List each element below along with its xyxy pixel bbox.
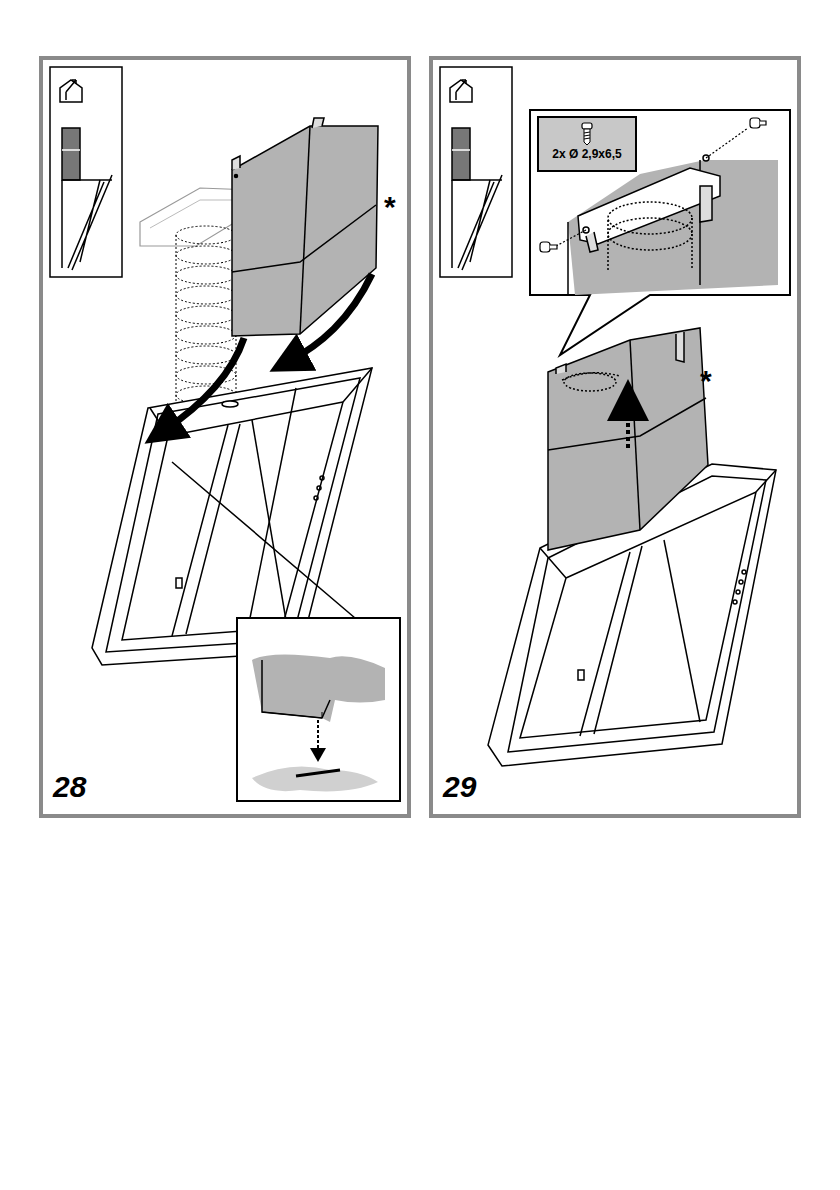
mode-icon: [452, 175, 502, 270]
screw: [556, 230, 586, 246]
installation-illustration: [296, 770, 340, 776]
panel-frame: [41, 58, 409, 816]
screw-icon: [579, 122, 595, 146]
mode-icon: [62, 128, 80, 180]
chimney-cover: [676, 332, 684, 362]
installation-illustration: [150, 200, 240, 228]
cooker-hood: [172, 424, 240, 636]
chimney-cover: [556, 364, 566, 374]
mode-icon: [452, 179, 502, 181]
screw-icon: [582, 123, 592, 129]
mode-icon: [62, 175, 112, 270]
cooker-hood: [317, 486, 321, 490]
flexible-duct: [176, 346, 236, 364]
flexible-duct: [176, 246, 236, 264]
screw: [550, 245, 557, 249]
screw: [760, 121, 766, 125]
installation-illustration: [262, 660, 330, 718]
chimney-cover: [548, 328, 708, 550]
mode-icon: [62, 179, 112, 181]
cooker-hood: [320, 476, 324, 480]
cooker-hood: [733, 600, 737, 604]
chimney-cover: [235, 175, 238, 178]
flexible-duct: [176, 266, 236, 284]
optional-part-mark: *: [384, 192, 396, 222]
cooker-hood: [664, 540, 700, 722]
mode-icon: [60, 80, 82, 102]
screw: [540, 242, 550, 252]
chimney-cover: [232, 156, 240, 170]
installation-illustration: [262, 712, 322, 718]
detail-callout: [530, 110, 790, 355]
bracket-detail: [608, 218, 692, 270]
screw: [706, 128, 748, 158]
mode-icon: [462, 80, 466, 84]
bracket-detail: [586, 232, 598, 252]
flexible-duct: [176, 326, 236, 344]
bracket-detail: [568, 155, 778, 295]
panel-frame: [431, 58, 799, 816]
cooker-hood: [736, 590, 740, 594]
leader-line: [172, 388, 355, 618]
flexible-duct: [176, 286, 236, 304]
mode-icon: [452, 149, 470, 151]
chimney-cover: [312, 118, 324, 128]
chimney-cover: [232, 205, 376, 272]
motion-arrow: [162, 338, 244, 432]
flexible-duct: [176, 306, 236, 324]
screw: [750, 118, 760, 128]
optional-part-mark: *: [700, 366, 712, 396]
flexible-duct: [176, 235, 177, 405]
bracket-detail: [700, 186, 712, 222]
flexible-duct: [176, 226, 236, 244]
bracket-detail: [578, 168, 720, 244]
cooker-hood: [578, 670, 584, 680]
cooker-hood: [314, 496, 318, 500]
screw-spec-box: 2x Ø 2,9x6,5: [537, 116, 637, 172]
chimney-cover: [630, 340, 640, 530]
cooker-hood: [150, 368, 372, 436]
chimney-cover: [548, 328, 708, 550]
bracket-detail: [608, 218, 692, 250]
bracket-detail: [568, 160, 778, 295]
chimney-cover: [300, 126, 310, 334]
screw-icon: [584, 129, 590, 145]
figure-number: 28: [53, 772, 86, 802]
mode-icon: [440, 67, 512, 277]
mode-icon: [66, 80, 76, 100]
cooker-hood: [106, 378, 360, 652]
mode-icon: [456, 80, 466, 100]
screw-size: 2x Ø 2,9x6,5: [539, 148, 635, 161]
cooker-hood: [739, 580, 743, 584]
bracket-detail: [608, 202, 692, 234]
mode-icon: [62, 149, 80, 151]
bracket-detail: [567, 222, 569, 295]
mode-icon: [452, 128, 470, 180]
lift-arrow: [626, 410, 630, 448]
chimney-detail: [252, 654, 385, 722]
figure-number: 29: [443, 772, 476, 802]
motion-arrow: [288, 274, 372, 362]
mode-icon: [72, 80, 76, 84]
cooker-hood: [176, 578, 182, 588]
mode-icon: [450, 80, 472, 102]
mode-icon: [440, 67, 512, 277]
cooker-hood: [222, 401, 238, 407]
hood-surface-detail: [252, 766, 378, 791]
chimney-cover: [548, 398, 706, 450]
mode-icon: [50, 67, 122, 277]
lift-arrow: [625, 400, 632, 412]
cooker-hood: [580, 546, 642, 736]
cooker-hood: [742, 570, 746, 574]
installation-illustration: [310, 748, 326, 762]
chimney-cover: [564, 373, 616, 391]
cooker-hood: [122, 402, 343, 640]
mode-icon: [50, 67, 122, 277]
installation-illustration: [317, 720, 319, 750]
flexible-duct: [176, 226, 236, 405]
detail-inset: [237, 618, 400, 801]
